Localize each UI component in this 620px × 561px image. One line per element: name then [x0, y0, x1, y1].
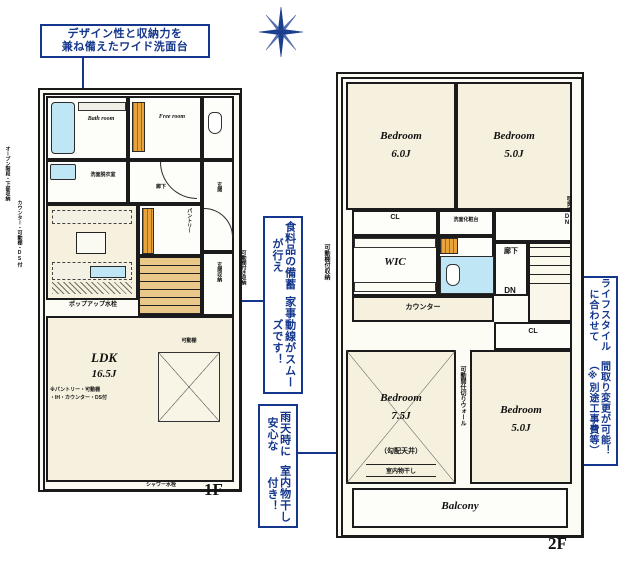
room-label-bedroom-5j-bottom: Bedroom: [500, 404, 542, 416]
stair-treads-2f: [530, 244, 570, 284]
room-label-cl-c: CL: [528, 328, 538, 335]
callout-pantry-text: 食料品の備蓄が行え: [271, 220, 296, 290]
room-label-freeroom: Free room: [158, 114, 186, 120]
toilet-fixture-icon: [208, 112, 222, 134]
room-label-shoe-closet: 玄関収納: [216, 262, 223, 282]
ldk-table-cross: [158, 352, 220, 422]
room-label-cl-a: CL: [390, 214, 400, 221]
wall-2f-outer: [341, 77, 583, 537]
callout-pantry-text2: 家事動線がスムーズです！: [271, 296, 296, 389]
annotation-popup-faucet: ポップアップ水栓: [68, 302, 117, 308]
annotation-dn-2f: DN: [504, 286, 516, 295]
room-shoe-closet-1f: [202, 252, 234, 316]
room-label-ldk: LDK: [91, 350, 117, 365]
counter-2f: [352, 296, 494, 322]
storage-shelf-1f-b: [142, 208, 154, 254]
callout-washbasin: デザイン性と収納力を 兼ね備えたワイド洗面台: [40, 24, 210, 58]
room-label-washroom: 洗面脱衣室: [90, 172, 116, 178]
room-hall-2f: [494, 242, 528, 296]
callout-layout-change-text2: 間取り変更が可能！（※別途工事費等）: [587, 360, 610, 456]
room-void-2f: [494, 210, 572, 242]
wic-shelf-icon: [354, 238, 436, 248]
room-label-bedroom-6j: Bedroom: [380, 130, 422, 142]
annotation-sloped-ceiling: （勾配天井）: [380, 448, 422, 455]
room-label-hall-1f: 廊下: [155, 184, 166, 190]
annotation-indoor-drying-2f: 室内物干し: [366, 464, 436, 477]
callout-layout-change-text: ライフスタイルに合わせて: [587, 278, 610, 352]
callout-layout-change: ライフスタイルに合わせて 間取り変更が可能！（※別途工事費等）: [578, 276, 618, 466]
kitchen-hatch-strip: [52, 282, 132, 294]
callout-washbasin-text: デザイン性と収納力を 兼ね備えたワイド洗面台: [61, 28, 189, 53]
room-note-ldk-1: ※パントリー・可動棚: [50, 387, 101, 393]
room-bedroom-5j-bottom: [470, 350, 572, 484]
room-area-ldk: 16.5J: [91, 368, 117, 380]
compass-rose: [258, 6, 304, 58]
annotation-movable-shelf: 可動棚: [181, 338, 197, 344]
room-label-balcony: Balcony: [441, 500, 479, 512]
annotation-washstand-2f: 洗面化粧台: [453, 217, 479, 223]
annotation-shower-faucet: シャワー水栓: [145, 482, 176, 488]
kitchen-sink-icon: [76, 232, 106, 254]
room-label-bedroom-5j-top: Bedroom: [493, 130, 535, 142]
floor-plan-1f: Bath room Free room 洗面脱衣室 廊下 玄関 ポップアップ水栓…: [38, 88, 242, 492]
floor-plan-2f: Bedroom 6.0J Bedroom 5.0J CL 洗面化粧台 DN WI…: [336, 72, 584, 538]
annotation-movable-partition: 可動間仕切りウォール: [459, 366, 465, 426]
wall-1f-outer: [43, 93, 241, 491]
room-cl-2f-a: [352, 210, 438, 236]
room-label-entrance: 玄関: [216, 182, 223, 192]
callout-indoor-drying: 雨天時に安心な 室内物干し付き！: [258, 404, 298, 528]
annotation-open-stair-1f: オープン階段・下部収納: [4, 146, 11, 201]
annotation-right-2f: 吹抜け: [566, 196, 572, 211]
callout-indoor-drying-text2: 室内物干し付き！: [266, 465, 291, 523]
stair-treads-1f: [140, 258, 200, 314]
callout-pantry: 食料品の備蓄が行え 家事動線がスムーズです！: [263, 216, 303, 394]
floor-tag-1f: 1F: [204, 480, 223, 499]
room-bedroom-6j: [346, 82, 456, 210]
room-area-bedroom-5j-top: 5.0J: [504, 148, 524, 160]
room-cl-2f-c: [494, 322, 572, 350]
annotation-movable-storage-1f: 可動棚付き収納: [240, 250, 247, 285]
annotation-counter-ds-1f: カウンター・可動棚・DS付: [16, 200, 23, 267]
bedroom-75j-cross: [346, 350, 456, 484]
room-label-bathroom: Bath room: [87, 116, 115, 122]
callout-washbasin-leader: [82, 58, 84, 96]
annotation-up-2f: DN: [564, 214, 570, 226]
bathtub-icon: [51, 102, 75, 154]
annotation-left-2f: 可動棚付収納: [323, 244, 329, 280]
room-bedroom-5j-top: [456, 82, 572, 210]
callout-indoor-drying-text: 雨天時に安心な: [266, 411, 291, 457]
washbasin-icon: [50, 164, 76, 180]
kitchen-sink-basin: [90, 266, 126, 278]
room-label-wic: WIC: [384, 256, 406, 268]
room-label-bedroom-75j: Bedroom: [380, 392, 422, 404]
wic-shelf-icon-2: [354, 282, 436, 292]
storage-shelf-1f-a: [132, 102, 145, 152]
room-area-bedroom-6j: 6.0J: [391, 148, 411, 160]
toilet-2f-icon: [446, 264, 460, 286]
room-area-bedroom-5j-bottom: 5.0J: [511, 422, 531, 434]
kitchen-counter-top: [52, 210, 132, 224]
floor-tag-2f: 2F: [548, 534, 567, 553]
room-cl-2f-b: [438, 210, 494, 236]
room-area-bedroom-75j: 7.5J: [391, 410, 411, 422]
room-label-hall-2f: 廊下: [504, 248, 518, 255]
room-label-pantry: パントリー: [186, 208, 193, 233]
room-balcony-2f: [352, 488, 568, 528]
room-entrance-1f: [202, 160, 234, 252]
annotation-counter-2f: カウンター: [405, 304, 441, 311]
room-note-ldk-2: ・IH・カウンター・DS付: [50, 395, 107, 401]
storage-shelf-2f-a: [440, 238, 458, 254]
bath-counter: [78, 102, 126, 111]
